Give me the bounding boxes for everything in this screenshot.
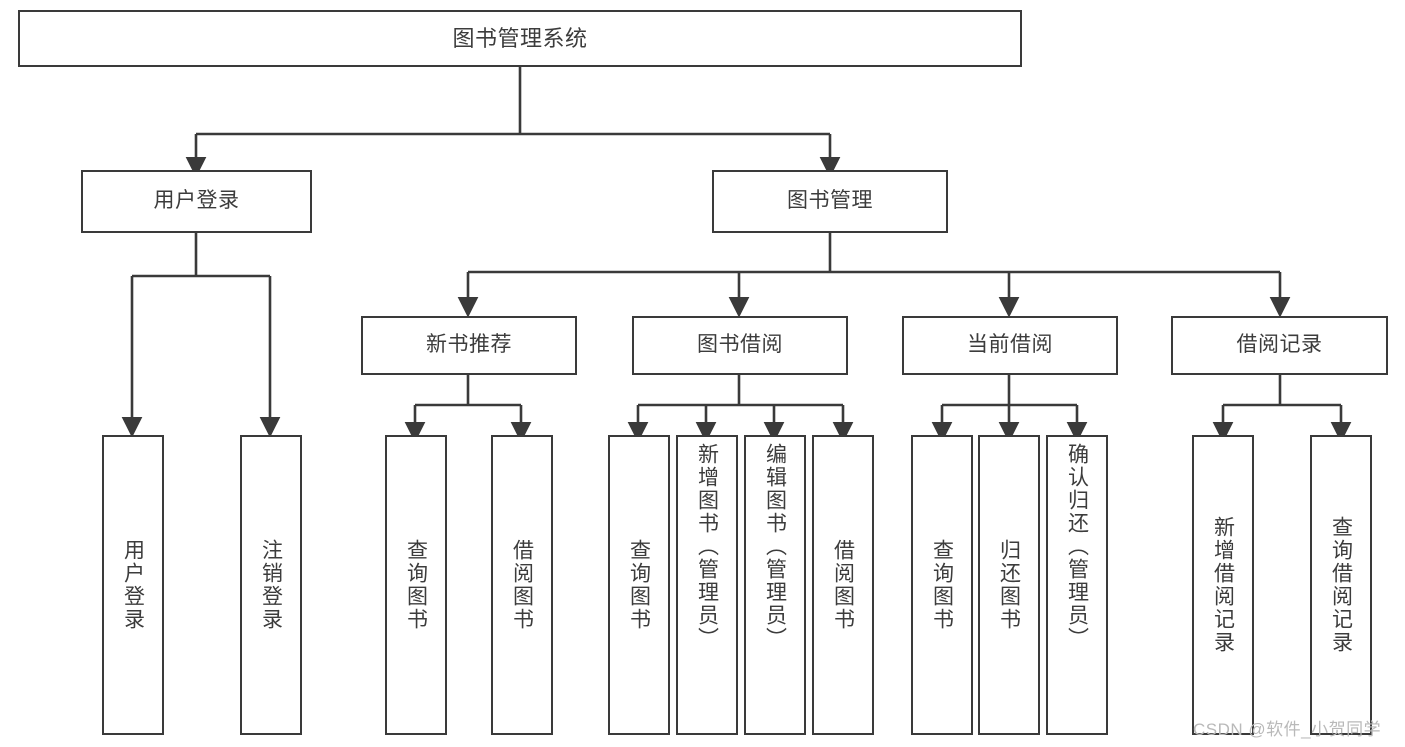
- node-label: 用户登录: [121, 539, 145, 631]
- node-label: 查询图书: [627, 539, 651, 631]
- node-current-borrow[interactable]: 当前借阅: [902, 316, 1118, 375]
- node-label: 借阅记录: [1236, 333, 1323, 357]
- leaf-current-borrow-return-book[interactable]: 归还图书: [978, 435, 1040, 735]
- node-label: 借阅图书: [510, 539, 534, 631]
- node-label: 归还图书: [997, 539, 1021, 631]
- node-label: 新增图书（管理员）: [695, 443, 719, 650]
- leaf-user-login-logout[interactable]: 注销登录: [240, 435, 302, 735]
- csdn-watermark: CSDN @软件_小贺同学: [1193, 720, 1382, 739]
- node-label: 查询借阅记录: [1329, 516, 1353, 654]
- node-label: 图书管理系统: [452, 25, 588, 51]
- node-label: 新增借阅记录: [1211, 516, 1235, 654]
- leaf-borrow-record-query-record[interactable]: 查询借阅记录: [1310, 435, 1372, 735]
- leaf-user-login-login[interactable]: 用户登录: [102, 435, 164, 735]
- node-label: 确认归还（管理员）: [1065, 443, 1089, 650]
- leaf-book-borrow-query-book[interactable]: 查询图书: [608, 435, 670, 735]
- node-label: 新书推荐: [426, 333, 512, 357]
- node-label: 当前借阅: [967, 333, 1053, 357]
- node-label: 借阅图书: [831, 539, 855, 631]
- leaf-new-book-query-book[interactable]: 查询图书: [385, 435, 447, 735]
- node-book-borrow[interactable]: 图书借阅: [632, 316, 848, 375]
- leaf-borrow-record-add-record[interactable]: 新增借阅记录: [1192, 435, 1254, 735]
- node-book-management[interactable]: 图书管理: [712, 170, 948, 233]
- node-new-book-recommend[interactable]: 新书推荐: [361, 316, 577, 375]
- leaf-book-borrow-add-book-admin[interactable]: 新增图书（管理员）: [676, 435, 738, 735]
- leaf-book-borrow-edit-book-admin[interactable]: 编辑图书（管理员）: [744, 435, 806, 735]
- node-label: 注销登录: [259, 539, 283, 631]
- node-root-book-management-system[interactable]: 图书管理系统: [18, 10, 1022, 67]
- leaf-book-borrow-borrow-book[interactable]: 借阅图书: [812, 435, 874, 735]
- node-borrow-record[interactable]: 借阅记录: [1171, 316, 1388, 375]
- node-label: 编辑图书（管理员）: [763, 443, 787, 650]
- node-label: 查询图书: [404, 539, 428, 631]
- node-user-login[interactable]: 用户登录: [81, 170, 312, 233]
- node-label: 用户登录: [153, 189, 240, 213]
- node-label: 查询图书: [930, 539, 954, 631]
- leaf-current-borrow-confirm-return-admin[interactable]: 确认归还（管理员）: [1046, 435, 1108, 735]
- leaf-current-borrow-query-book[interactable]: 查询图书: [911, 435, 973, 735]
- node-label: 图书管理: [787, 189, 873, 213]
- leaf-new-book-borrow-book[interactable]: 借阅图书: [491, 435, 553, 735]
- node-label: 图书借阅: [697, 333, 783, 357]
